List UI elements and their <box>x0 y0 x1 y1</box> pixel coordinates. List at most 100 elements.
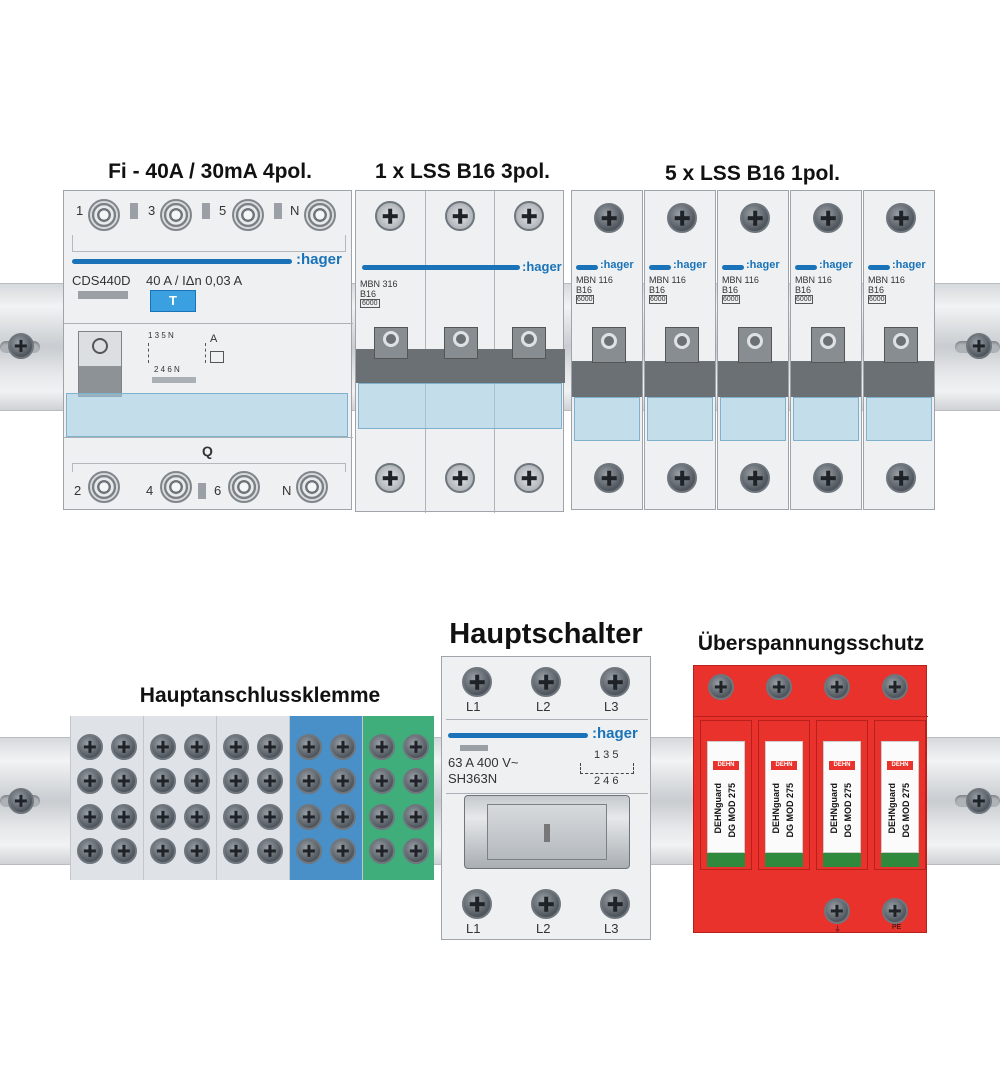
terminal-screw-icon <box>375 463 405 493</box>
label-window <box>647 397 713 441</box>
terminal-window-icon <box>274 203 282 219</box>
main-switch: L1 L2 L3 :hager 63 A 400 V~ SH363N 1 3 5… <box>441 656 651 940</box>
terminal-screw-icon <box>403 804 429 830</box>
label-window <box>866 397 932 441</box>
mcb-1pole: :hager MBN 116 B16 6000 <box>717 190 789 510</box>
terminal-screw-icon <box>740 203 770 233</box>
terminal-block-grey <box>216 716 289 880</box>
title-hauptschalter: Hauptschalter <box>449 618 643 650</box>
terminal-screw-icon <box>375 201 405 231</box>
terminal-screw-icon <box>111 804 137 830</box>
terminal-screw-icon <box>111 734 137 760</box>
terminal-screw-icon <box>330 838 356 864</box>
brand-bar <box>72 259 292 264</box>
terminal-screw-icon <box>111 838 137 864</box>
brand-bar <box>649 265 671 270</box>
test-button[interactable]: T <box>150 290 196 312</box>
spd-module[interactable]: DEHN DEHNguard DG MOD 275 <box>816 720 868 870</box>
terminal-screw-icon <box>600 889 630 919</box>
terminal-screw-icon <box>150 734 176 760</box>
lever-hole-icon <box>893 333 909 349</box>
spd-model: DG MOD 275 <box>785 783 795 838</box>
label-window <box>720 397 786 441</box>
spd-model: DG MOD 275 <box>727 783 737 838</box>
terminal-screw-icon <box>886 463 916 493</box>
terminal-screw-icon <box>257 804 283 830</box>
model-label: CDS440D <box>72 273 131 288</box>
spd-module[interactable]: DEHN DEHNguard DG MOD 275 <box>758 720 810 870</box>
terminal-screw-icon <box>882 898 908 924</box>
dehn-badge: DEHN <box>829 761 855 770</box>
spd-brand: DEHNguard <box>887 783 897 834</box>
brand-logo: :hager <box>592 725 638 742</box>
terminal-screw-icon <box>184 804 210 830</box>
brand-bar <box>868 265 890 270</box>
brand-logo: :hager <box>819 259 853 271</box>
front-letter: Q <box>202 443 213 459</box>
terminal-screw-icon <box>296 804 322 830</box>
class-label: 6000 <box>795 295 813 304</box>
terminal-label: L3 <box>604 699 619 714</box>
model-label: MBN 116 <box>576 275 613 285</box>
main-terminal-block <box>70 716 434 880</box>
rcd-breaker: 1 3 5 N :hager CDS440D 40 A / IΔn 0,03 A… <box>63 190 353 510</box>
terminal-screw-icon <box>740 463 770 493</box>
mcb-1pole: :hager MBN 116 B16 6000 <box>790 190 862 510</box>
model-label: MBN 116 <box>649 275 686 285</box>
surge-protector: DEHN DEHNguard DG MOD 275 DEHN DEHNguard… <box>693 665 928 933</box>
terminal-screw-icon <box>369 804 395 830</box>
brand-logo: :hager <box>600 259 634 271</box>
class-label: 6000 <box>649 295 667 304</box>
terminal-screw-icon <box>160 199 192 231</box>
terminal-screw-icon <box>514 201 544 231</box>
rocker-switch[interactable] <box>464 795 630 869</box>
model-label: MBN 116 <box>868 275 905 285</box>
ground-label: ⏚ <box>834 926 841 933</box>
toggle-lever[interactable] <box>78 331 122 397</box>
mcb-1pole: :hager MBN 116 B16 6000 <box>644 190 716 510</box>
terminal-screw-icon <box>708 674 734 700</box>
terminal-screw-icon <box>232 199 264 231</box>
terminal-number: N <box>282 483 292 498</box>
terminal-window-icon <box>202 203 210 219</box>
switch-diagram-icon <box>580 763 634 774</box>
terminal-screw-icon <box>150 838 176 864</box>
terminal-screw-icon <box>369 734 395 760</box>
rating-label: B16 <box>576 285 593 295</box>
diagram-bottom-label: 2 4 6 <box>594 775 619 787</box>
brand-bar <box>722 265 744 270</box>
terminal-label: L1 <box>466 699 481 714</box>
terminal-label: L3 <box>604 921 619 936</box>
rail-screw-icon <box>8 333 34 359</box>
terminal-screw-icon <box>111 768 137 794</box>
lever-hole-icon <box>601 333 617 349</box>
diagram-bottom-label: 2 4 6 N <box>154 365 180 374</box>
terminal-screw-icon <box>403 734 429 760</box>
terminal-number: 6 <box>214 483 222 498</box>
title-fi: Fi - 40A / 30mA 4pol. <box>108 160 312 183</box>
terminal-screw-icon <box>330 734 356 760</box>
spd-module[interactable]: DEHN DEHNguard DG MOD 275 <box>874 720 926 870</box>
brand-logo: :hager <box>673 259 707 271</box>
spd-module[interactable]: DEHN DEHNguard DG MOD 275 <box>700 720 752 870</box>
model-label: MBN 316 <box>360 279 398 289</box>
terminal-screw-icon <box>184 768 210 794</box>
terminal-number: 4 <box>146 483 154 498</box>
label-window <box>66 393 348 437</box>
terminal-screw-icon <box>296 838 322 864</box>
terminal-screw-icon <box>77 838 103 864</box>
label-window <box>793 397 859 441</box>
terminal-screw-icon <box>88 471 120 503</box>
mcb-1pole: :hager MBN 116 B16 6000 <box>863 190 935 510</box>
title-lss3: 1 x LSS B16 3pol. <box>374 160 551 183</box>
terminal-screw-icon <box>445 201 475 231</box>
terminal-block-grey <box>70 716 143 880</box>
label-window <box>358 383 562 429</box>
terminal-screw-icon <box>223 768 249 794</box>
dehn-badge: DEHN <box>887 761 913 770</box>
spd-brand: DEHNguard <box>829 783 839 834</box>
class-label: 6000 <box>576 295 594 304</box>
terminal-screw-icon <box>257 734 283 760</box>
spd-model: DG MOD 275 <box>843 783 853 838</box>
terminal-screw-icon <box>77 734 103 760</box>
